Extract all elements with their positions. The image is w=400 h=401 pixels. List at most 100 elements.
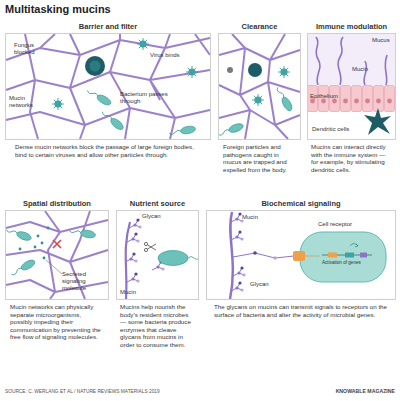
gene [328,253,337,258]
virus [278,66,290,78]
activation-arrow [350,244,358,248]
cell-receptor [293,251,305,261]
illustration-frame [218,33,301,140]
illustration-frame [5,210,109,300]
part-label: Activation of genes [322,260,380,265]
part-label: Dendritic cells [312,126,368,133]
blocked-mark [53,240,61,248]
bacterium [86,87,113,106]
mucin-strand [316,37,387,85]
illustration-frame [116,210,199,300]
barrier-illustration [6,34,210,139]
bacterium [217,122,244,138]
virus [137,38,149,50]
bacterium [100,109,125,132]
panel-description: Dense mucin networks block the passage o… [5,143,211,158]
virus [52,98,64,110]
bacterium [10,258,37,277]
bacterial-cell [300,232,386,282]
immune-illustration [307,34,395,135]
enzyme-scissors [144,248,147,251]
glycan [129,218,142,228]
part-label: Mucin [352,66,376,73]
glycan [127,232,140,242]
panel: Nutrient sourceMucins help nourish the b… [116,197,199,349]
part-label: Cell receptor [318,221,368,228]
mucin-network [6,211,108,299]
gene [360,253,367,258]
signaling-molecule [47,227,50,230]
part-label: Mucin [242,214,268,221]
sugar [273,256,277,260]
signaling-molecule [43,257,46,260]
signaling-molecule [41,242,44,245]
panel-description: Foreign particles and pathogens caught i… [218,143,301,173]
sugar [253,251,257,255]
part-label: Epithelium [310,93,350,100]
signaling-illustration [230,212,386,299]
signal-path [305,256,320,257]
part-label: Mucin [120,289,146,296]
part-label: Glycan [250,281,278,288]
panel-heading: Spatial distribution [5,197,109,210]
illustration-frame [5,33,211,140]
mucin-backbone [230,212,233,299]
panel: Barrier and filterDense mucin networks b… [5,20,211,158]
bacterium [69,227,96,239]
signaling-molecule [37,235,40,238]
panel-description: The glycans on mucins can transmit signa… [206,303,396,318]
virus [252,94,264,106]
nutrient-illustration [125,218,199,299]
glycan [231,212,244,222]
dendritic-cell [364,108,391,135]
footer-text: SOURCE: C. WERLANG ET AL / NATURE REVIEW… [5,389,225,395]
glycan [231,230,244,240]
fungus [85,56,105,76]
clearance-illustration [217,34,300,139]
panel-heading: Biochemical signaling [206,197,396,210]
bacterium [274,86,293,113]
panel-description: Mucin networks can physically separate m… [5,303,109,341]
fungus-core [90,61,101,72]
bacterium [158,251,188,266]
signaling-molecules [19,227,50,260]
title: Multitasking mucins [5,3,111,15]
panel: ClearanceForeign particles and pathogens… [218,20,301,173]
bacterium [5,226,32,242]
part-label: Glycan [142,213,172,220]
glycan [127,272,140,282]
part-label: Bacterium passes through [120,91,170,105]
signaling-molecule [34,246,37,249]
part-label: Fungus blocked [14,42,48,56]
part-label: Mucin networks [9,95,41,109]
panel-heading: Nutrient source [116,197,199,210]
panel-heading: Clearance [218,20,301,33]
panel-description: Mucins can interact directly with the im… [307,143,396,173]
glycan-chain [233,253,294,258]
part-label: Mucus [372,37,396,44]
epithelium-layer [307,85,395,112]
spatial-illustration [5,211,108,299]
leader-line [46,260,62,274]
gene [345,253,354,258]
flagellum [188,257,199,260]
trapped-particle [248,63,262,77]
enzyme-scissors [144,242,147,245]
panel-heading: Immune modulation [307,20,396,33]
mucus-network [219,34,300,139]
bacterium [169,125,196,137]
enzyme-scissors [148,244,157,250]
mucin-network [6,34,210,139]
part-label: Virus binds [150,52,190,59]
illustration-frame [307,33,396,140]
glycan [231,281,244,291]
signaling-molecule [19,248,22,251]
footer-text: KNOWABLE MAGAZINE [205,389,395,395]
virus [186,66,198,78]
panel: Biochemical signalingThe glycans on muci… [206,197,396,318]
panel: Spatial distributionMucin networks can p… [5,197,109,341]
part-label: Secreted signaling molecule [62,271,102,292]
glycan [125,252,138,262]
illustration-frame [206,210,396,300]
